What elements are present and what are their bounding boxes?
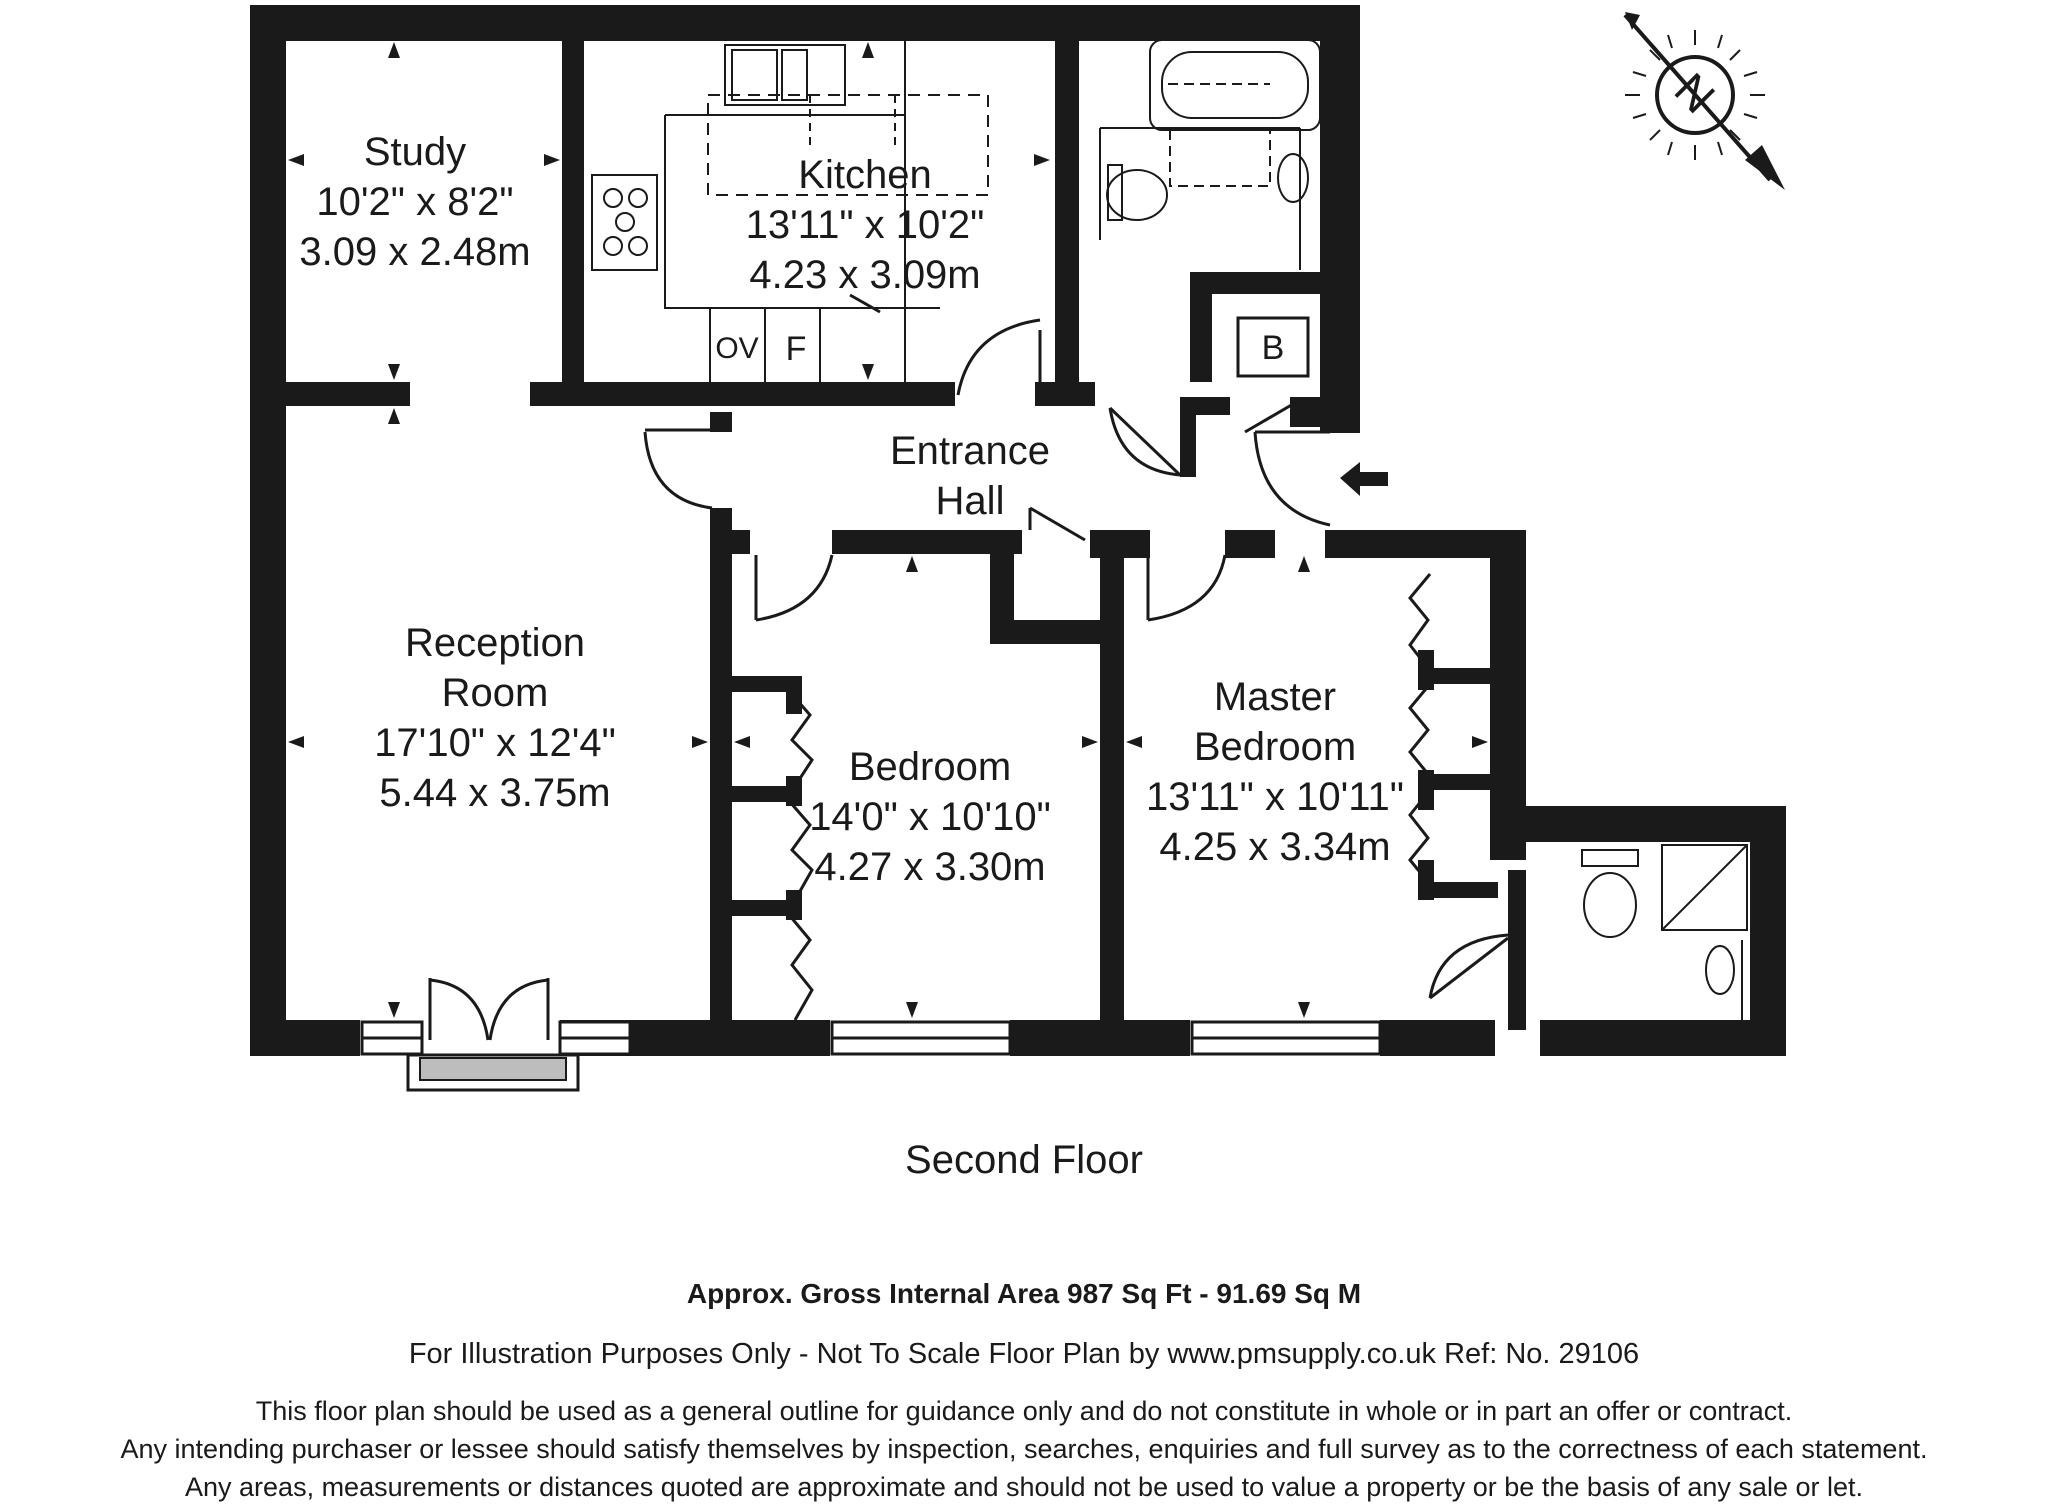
room-name: Bedroom	[848, 745, 1012, 789]
room-study: Study 10'2" x 8'2" 3.09 x 2.48m	[290, 127, 540, 277]
room-imperial: 13'11" x 10'11"	[1146, 775, 1404, 819]
floor-title: Second Floor	[905, 1138, 1143, 1182]
boiler-box	[1236, 316, 1310, 378]
room-reception: Reception Room 17'10" x 12'4" 5.44 x 3.7…	[345, 618, 645, 818]
disclaimer-line-3: Any areas, measurements or distances quo…	[185, 1472, 1863, 1502]
disclaimer-line-2: Any intending purchaser or lessee should…	[120, 1434, 1928, 1464]
dimension-arrows	[288, 42, 1488, 1018]
room-metric: 4.23 x 3.09m	[749, 253, 981, 297]
disclaimer-line-1: This floor plan should be used as a gene…	[255, 1396, 1793, 1426]
room-kitchen: Kitchen 13'11" x 10'2" 4.23 x 3.09m	[720, 150, 1010, 300]
walls	[250, 5, 1786, 1056]
entrance-arrow-icon	[1340, 462, 1388, 496]
compass-icon	[1623, 12, 1785, 190]
room-metric: 4.27 x 3.30m	[814, 845, 1046, 889]
room-entrance-hall: Entrance Hall	[870, 426, 1070, 526]
bathroom-fittings	[1099, 39, 1748, 1020]
room-name: Study	[363, 130, 467, 174]
room-imperial: 13'11" x 10'2"	[745, 203, 985, 247]
room-imperial: 17'10" x 12'4"	[374, 721, 616, 765]
credits-line: For Illustration Purposes Only - Not To …	[408, 1338, 1640, 1370]
kitchen-fittings	[591, 40, 989, 385]
room-metric: 4.25 x 3.34m	[1159, 825, 1391, 869]
room-name-line2: Bedroom	[1193, 725, 1357, 769]
room-bedroom: Bedroom 14'0" x 10'10" 4.27 x 3.30m	[790, 742, 1070, 892]
room-name: Kitchen	[798, 153, 932, 197]
room-metric: 5.44 x 3.75m	[379, 771, 611, 815]
room-name-line2: Hall	[935, 479, 1005, 523]
room-name-line2: Room	[441, 671, 549, 715]
balcony-step	[406, 1053, 580, 1092]
windows	[360, 1020, 1382, 1056]
room-imperial: 14'0" x 10'10"	[809, 795, 1051, 839]
room-name-line1: Reception	[404, 621, 586, 665]
room-master-bedroom: Master Bedroom 13'11" x 10'11" 4.25 x 3.…	[1130, 672, 1420, 872]
room-name-line1: Entrance	[889, 429, 1051, 473]
boiler-label: B	[1261, 329, 1285, 367]
gross-internal-area: Approx. Gross Internal Area 987 Sq Ft - …	[686, 1278, 1362, 1309]
fridge-label: F	[785, 330, 807, 368]
room-metric: 3.09 x 2.48m	[299, 230, 531, 274]
doors	[428, 293, 1509, 1041]
room-name-line1: Master	[1213, 675, 1337, 719]
oven-label: OV	[715, 332, 759, 365]
room-imperial: 10'2" x 8'2"	[316, 180, 514, 224]
